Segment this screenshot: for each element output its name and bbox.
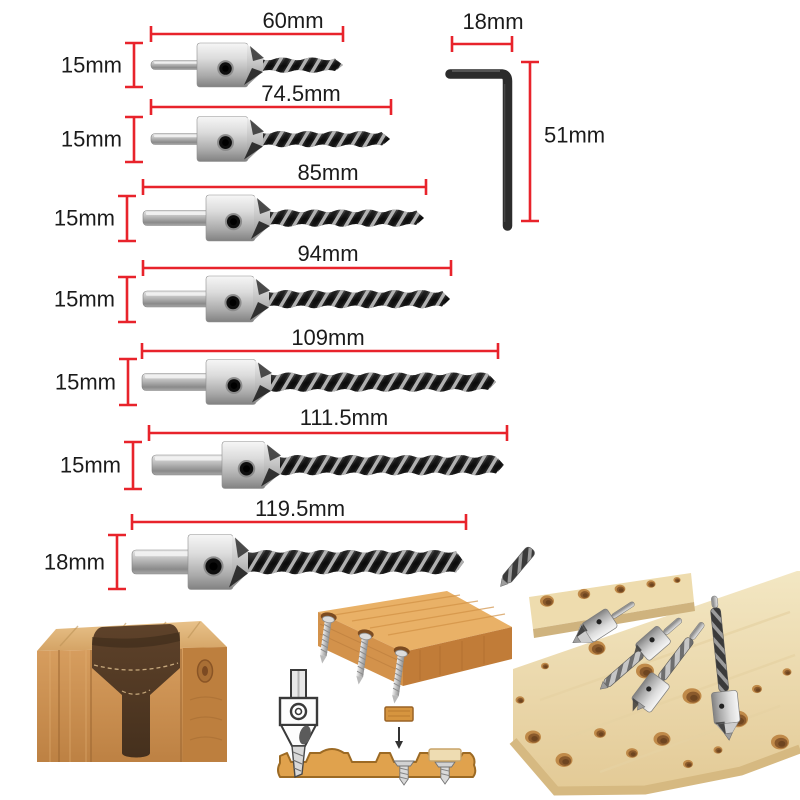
bit-4-diameter-dimension (118, 275, 136, 324)
bit-6-length-dimension (147, 425, 509, 441)
drilled-hole (752, 684, 762, 694)
bit-3-diameter-dimension (118, 194, 136, 243)
drilled-hole (525, 730, 541, 744)
bit-3-diameter-label: 15mm (53, 205, 115, 231)
drilled-hole (683, 759, 693, 769)
photo-drill-bit-4 (710, 595, 741, 741)
drilled-hole (515, 696, 525, 704)
drilled-hole (541, 662, 549, 670)
bit-7-diameter-dimension (108, 533, 126, 591)
drill-bit-6 (151, 441, 504, 489)
drilled-hole (653, 732, 671, 746)
bit-5-diameter-dimension (119, 357, 137, 407)
bit-7-length-dimension (130, 514, 468, 530)
drilled-hole (626, 748, 638, 758)
drilled-hole (771, 734, 789, 750)
bit-5-length-label: 109mm (291, 325, 365, 350)
drilled-hole (682, 688, 702, 704)
bit-1-length-label: 60mm (262, 8, 324, 33)
bit-1-diameter-dimension (125, 41, 143, 89)
down-arrow-icon (395, 727, 403, 749)
bit-2-diameter-label: 15mm (60, 126, 122, 152)
wood-cross-section-illustration (37, 621, 227, 762)
hex-key-width-dimension (450, 36, 514, 52)
bit-4-length-label: 94mm (297, 241, 359, 266)
photo-drill-fragment (500, 546, 535, 587)
hex-key-length-label: 51mm (544, 122, 606, 148)
countersunk-screw (393, 760, 415, 786)
bit-1-length-dimension (149, 26, 345, 42)
drilled-hole (555, 753, 573, 767)
hex-key-width-label: 18mm (462, 9, 524, 34)
drilled-hole (540, 595, 554, 607)
drill-bits-wood-board-photo (500, 546, 800, 796)
bit-3-length-label: 85mm (297, 160, 359, 185)
wood-screw (319, 612, 337, 664)
bit-5-diameter-label: 15mm (54, 369, 116, 395)
drill-bit-5 (141, 359, 496, 405)
bit-4-diameter-label: 15mm (53, 286, 115, 312)
drill-bit-1 (150, 42, 343, 88)
bit-2-length-label: 74.5mm (261, 81, 341, 106)
drill-bit-7 (131, 534, 464, 590)
drilled-hole (713, 746, 723, 754)
bit-6-diameter-dimension (124, 440, 142, 491)
countersink-bit-drawing (278, 669, 319, 779)
countersunk-screw (434, 761, 456, 785)
bit-2-diameter-dimension (125, 115, 143, 164)
bit-2-length-dimension (149, 99, 393, 115)
photo-drill-bit-3 (631, 622, 705, 713)
hex-key (445, 69, 513, 231)
wood-screw (392, 646, 410, 704)
bit-1-diameter-label: 15mm (60, 52, 122, 78)
drilled-hole (782, 668, 792, 676)
bit-3-length-dimension (141, 179, 428, 195)
drilled-hole (614, 584, 626, 594)
wood-screw (356, 629, 374, 685)
drill-bit-2 (150, 116, 390, 162)
bit-6-length-label: 111.5mm (299, 405, 389, 430)
drilled-hole (594, 728, 606, 738)
drilled-hole (646, 580, 656, 588)
drilled-hole (673, 577, 681, 583)
bit-6-diameter-label: 15mm (59, 452, 121, 478)
wood-plug (384, 706, 414, 722)
drilled-hole (588, 641, 606, 655)
drill-bit-4 (142, 275, 450, 323)
bit-7-diameter-label: 18mm (43, 549, 105, 575)
bit-7-length-label: 119.5mm (254, 496, 346, 521)
bit-4-length-dimension (141, 260, 453, 276)
photo-drill-bit-1 (572, 601, 635, 644)
countersink-usage-diagram (277, 591, 512, 786)
drilled-hole (577, 588, 591, 600)
drill-bit-3 (142, 194, 424, 242)
bit-5-length-dimension (140, 343, 500, 359)
photo-drill-bit-2 (599, 617, 682, 690)
hex-key-length-dimension (521, 60, 539, 223)
